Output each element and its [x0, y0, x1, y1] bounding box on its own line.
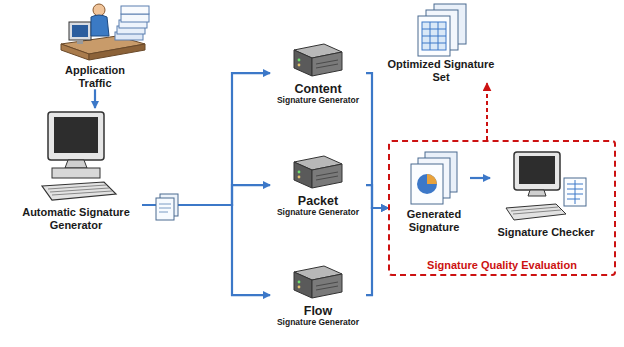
signature-checker-illustration: [500, 150, 592, 226]
flow-arrow: [366, 208, 388, 295]
icon-node: Application Traffic: [55, 0, 135, 89]
node-label: Application Traffic: [55, 64, 135, 89]
computer-illustration: [34, 108, 118, 206]
server-illustration: [290, 152, 346, 192]
node-label: Optimized Signature Set: [385, 58, 497, 83]
node-label: Signature Generator: [270, 96, 366, 106]
optimized-signature-icon: [412, 2, 470, 58]
icon-node: PacketSignature Generator: [270, 152, 366, 218]
node-label: Packet: [270, 194, 366, 208]
icon-node: Signature Checker: [490, 150, 602, 239]
icon-node: Automatic Signature Generator: [10, 108, 142, 231]
server-illustration: [290, 262, 346, 302]
node-label: Automatic Signature Generator: [10, 206, 142, 231]
node-label: Generated Signature: [398, 208, 470, 233]
icon-node: FlowSignature Generator: [270, 262, 366, 328]
region-label: Signature Quality Evaluation: [390, 259, 614, 271]
evaluation-region: Signature Quality Evaluation Generated Si…: [388, 140, 616, 276]
node-label: Content: [270, 82, 366, 96]
flow-arrow: [142, 73, 270, 205]
icon-node: ContentSignature Generator: [270, 40, 366, 106]
dashed-arrow: [486, 83, 488, 140]
flow-arrow: [470, 177, 490, 179]
node-label: Flow: [270, 304, 366, 318]
icon-node: Optimized Signature Set: [385, 2, 497, 83]
icon-node: Generated Signature: [398, 150, 470, 233]
node-label: Signature Generator: [270, 318, 366, 328]
flow-arrow: [366, 185, 388, 208]
generated-signature-icon: [407, 150, 461, 208]
node-label: Signature Checker: [490, 226, 602, 239]
server-illustration: [290, 40, 346, 80]
document-icon: [156, 194, 178, 220]
flow-arrow: [366, 73, 388, 208]
user-illustration: [55, 0, 151, 64]
flow-arrow: [94, 89, 96, 108]
node-label: Signature Generator: [270, 208, 366, 218]
